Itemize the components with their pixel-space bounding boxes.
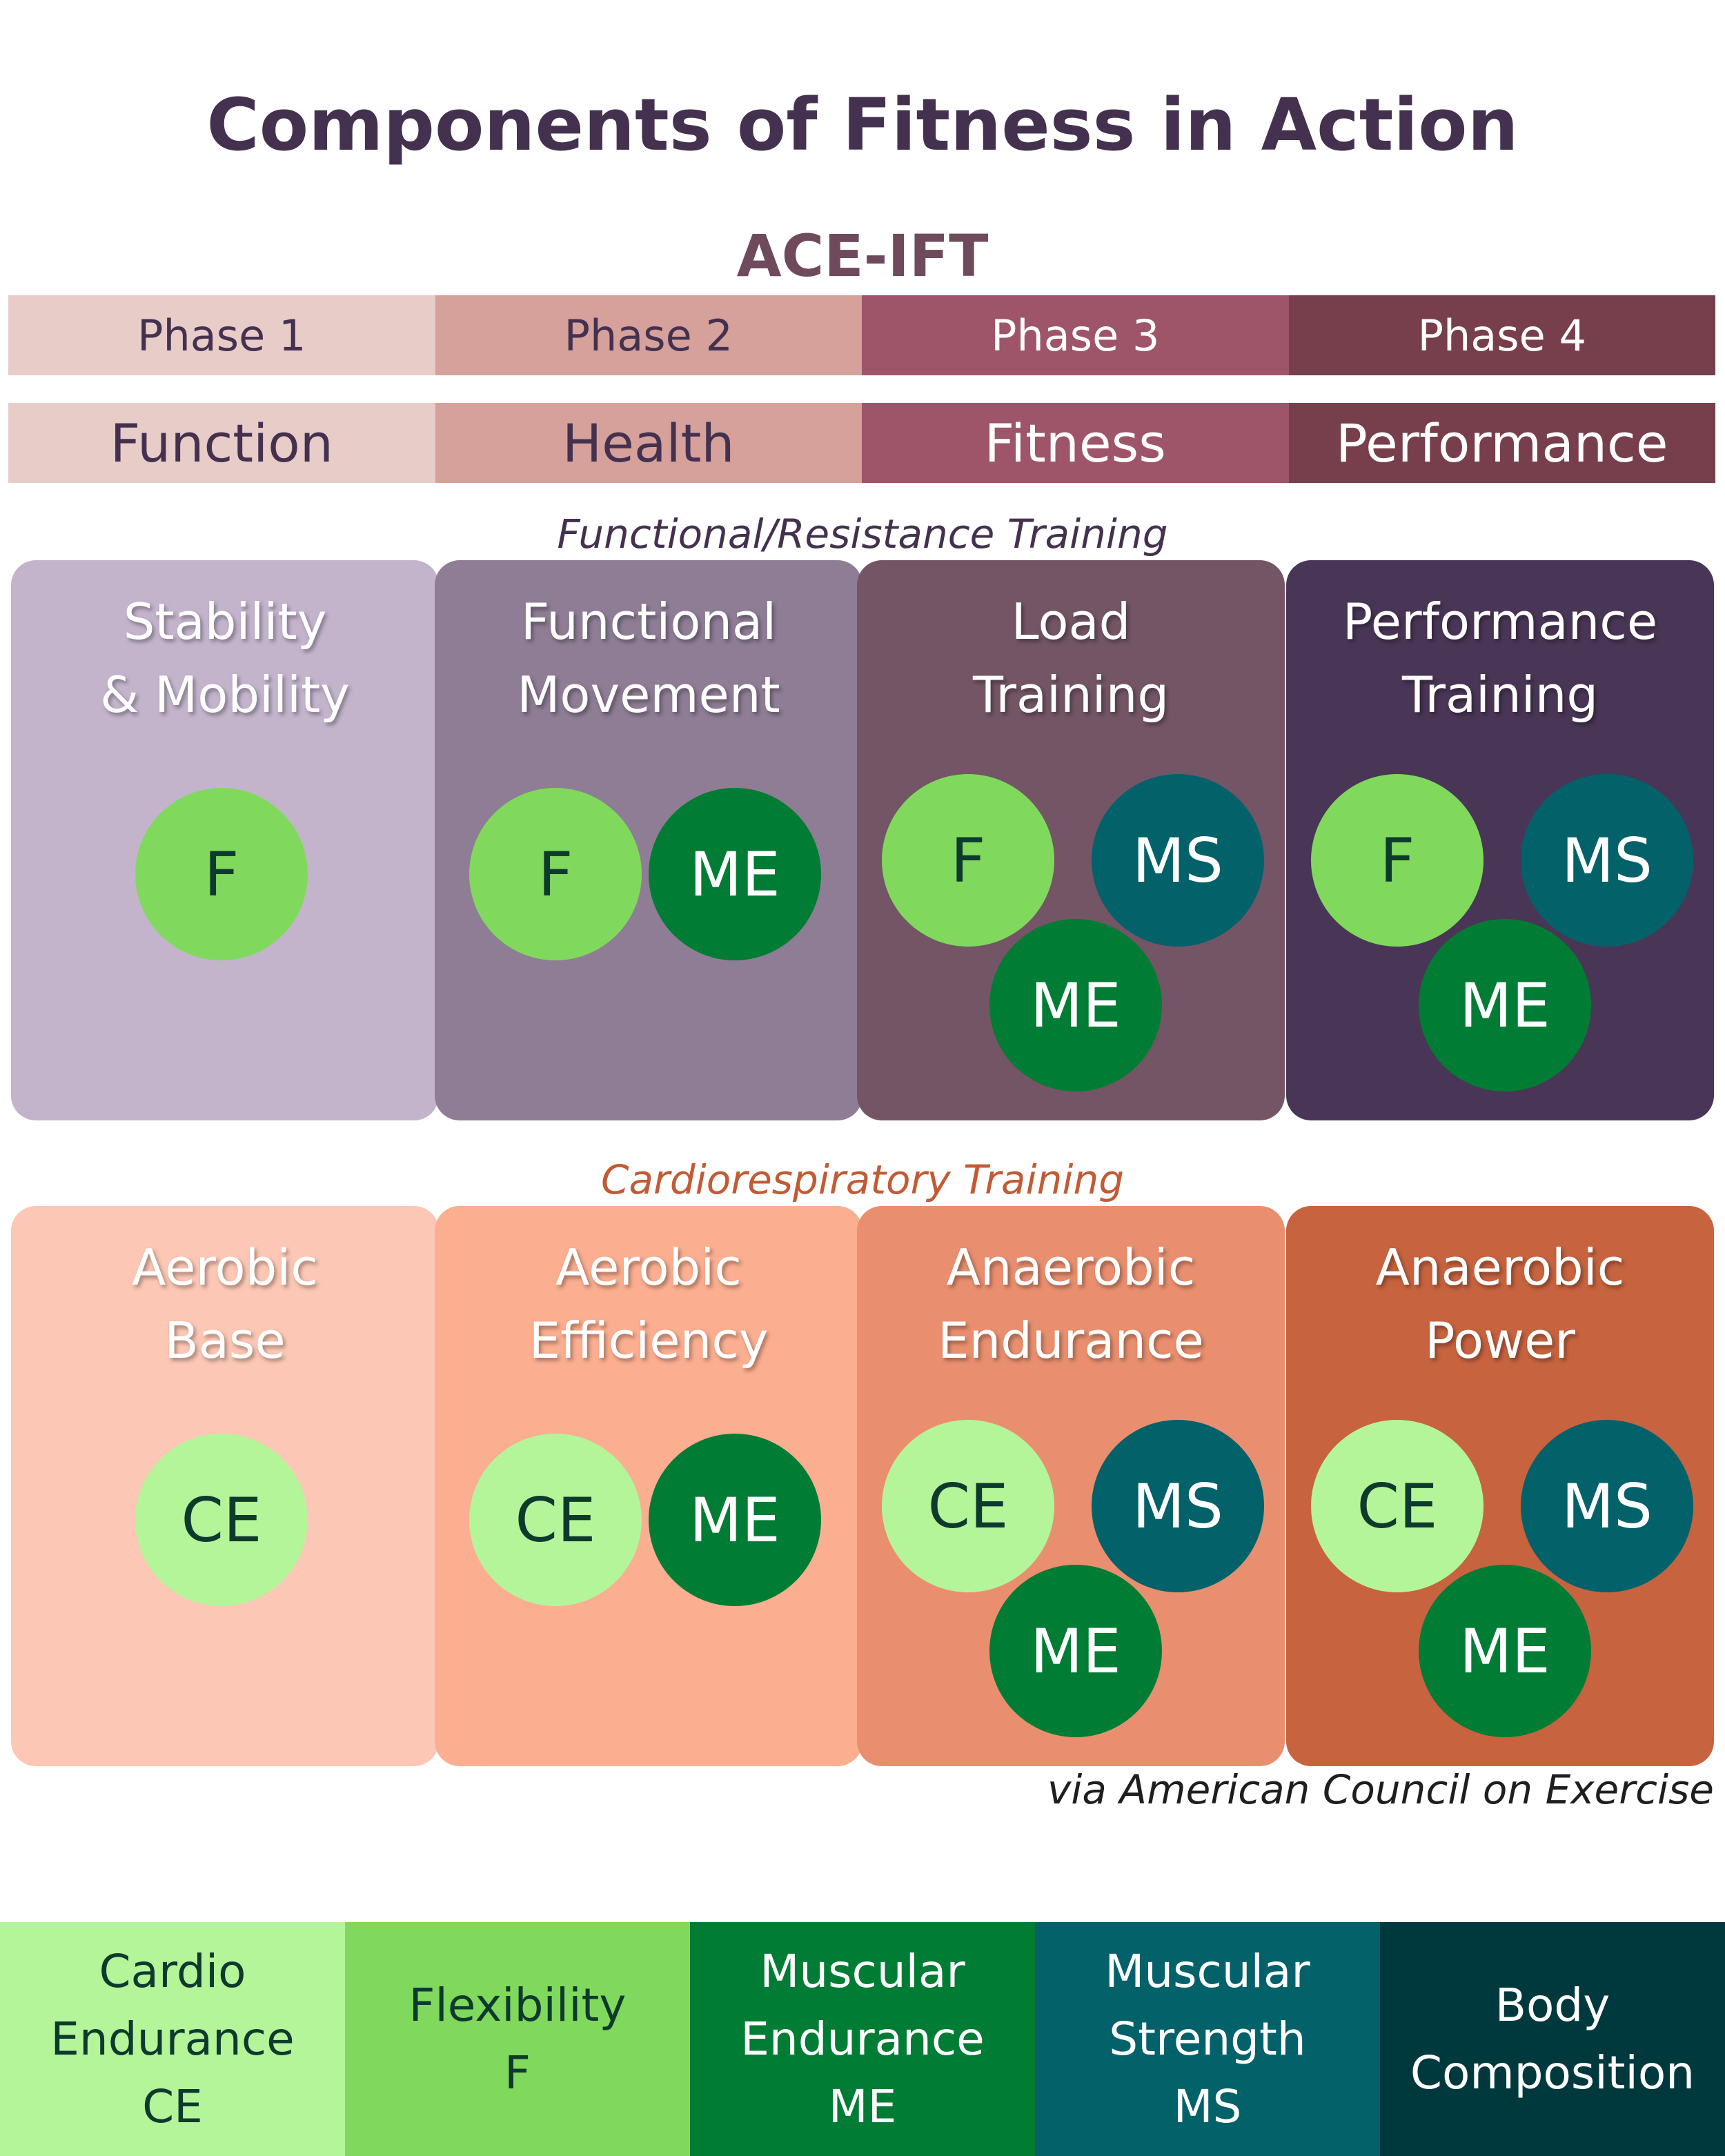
component-ms-circle: MS [1521, 774, 1693, 947]
component-me-circle: ME [1419, 919, 1591, 1091]
component-ce-circle: CE [882, 1420, 1054, 1592]
phase-1-label: Phase 1 [8, 295, 435, 375]
phase-2-goal: Health [435, 403, 862, 483]
component-me-circle: ME [649, 788, 821, 960]
component-me-circle: ME [1419, 1565, 1591, 1737]
resistance-card-title: Performance Training [1342, 593, 1658, 724]
component-ce-circle: CE [135, 1434, 308, 1606]
legend-line: Muscular [1105, 1944, 1310, 1998]
cardio-card-title: Anaerobic Power [1375, 1238, 1625, 1369]
phase-3-label: Phase 3 [862, 295, 1289, 375]
page-title: Components of Fitness in Action [206, 83, 1519, 167]
component-me-circle: ME [989, 919, 1162, 1091]
phase-4-label: Phase 4 [1288, 295, 1715, 375]
source-credit: via American Council on Exercise [1047, 1766, 1714, 1813]
cardio-card-title: Aerobic Base [132, 1238, 318, 1369]
component-f-circle: F [469, 788, 642, 960]
legend-line: Composition [1410, 2046, 1695, 2099]
resistance-section-label: Functional/Resistance Training [557, 511, 1168, 557]
component-f-circle: F [1311, 774, 1483, 947]
phase-strip: Phase 1 Phase 2 Phase 3 Phase 4 [8, 295, 1715, 375]
legend-line: Body [1495, 1978, 1610, 2032]
legend-line: Strength [1109, 2012, 1306, 2066]
resistance-card-title: Load Training [972, 593, 1170, 724]
phase-3-goal: Fitness [862, 403, 1289, 483]
legend-line: Endurance [740, 2012, 985, 2066]
legend-line: Muscular [760, 1944, 965, 1998]
legend-line: F [504, 2046, 531, 2099]
legend-line: Flexibility [408, 1978, 627, 2032]
legend-line: Endurance [50, 2012, 295, 2066]
phase-2-label: Phase 2 [435, 295, 862, 375]
component-ce-circle: CE [469, 1434, 642, 1606]
legend-line: MS [1173, 2079, 1242, 2133]
component-f-circle: F [135, 788, 308, 960]
component-f-circle: F [882, 774, 1054, 947]
page-subtitle: ACE-IFT [736, 222, 989, 290]
phase-4-goal: Performance [1288, 403, 1715, 483]
component-me-circle: ME [649, 1434, 821, 1606]
component-ms-circle: MS [1092, 1420, 1264, 1592]
cardio-card-title: Aerobic Efficiency [529, 1238, 769, 1369]
phase-1-goal: Function [8, 403, 435, 483]
legend-line: CE [142, 2079, 203, 2133]
cardio-section-label: Cardiorespiratory Training [600, 1156, 1125, 1203]
component-ms-circle: MS [1092, 774, 1264, 947]
legend-line: Cardio [99, 1944, 246, 1998]
resistance-card-title: Functional Movement [517, 593, 780, 724]
component-me-circle: ME [989, 1565, 1162, 1737]
component-ce-circle: CE [1311, 1420, 1483, 1592]
cardio-card-title: Anaerobic Endurance [938, 1238, 1204, 1369]
legend-line: ME [828, 2079, 897, 2133]
component-ms-circle: MS [1521, 1420, 1693, 1592]
goal-strip: Function Health Fitness Performance [8, 403, 1715, 483]
resistance-card-title: Stability & Mobility [100, 593, 350, 724]
